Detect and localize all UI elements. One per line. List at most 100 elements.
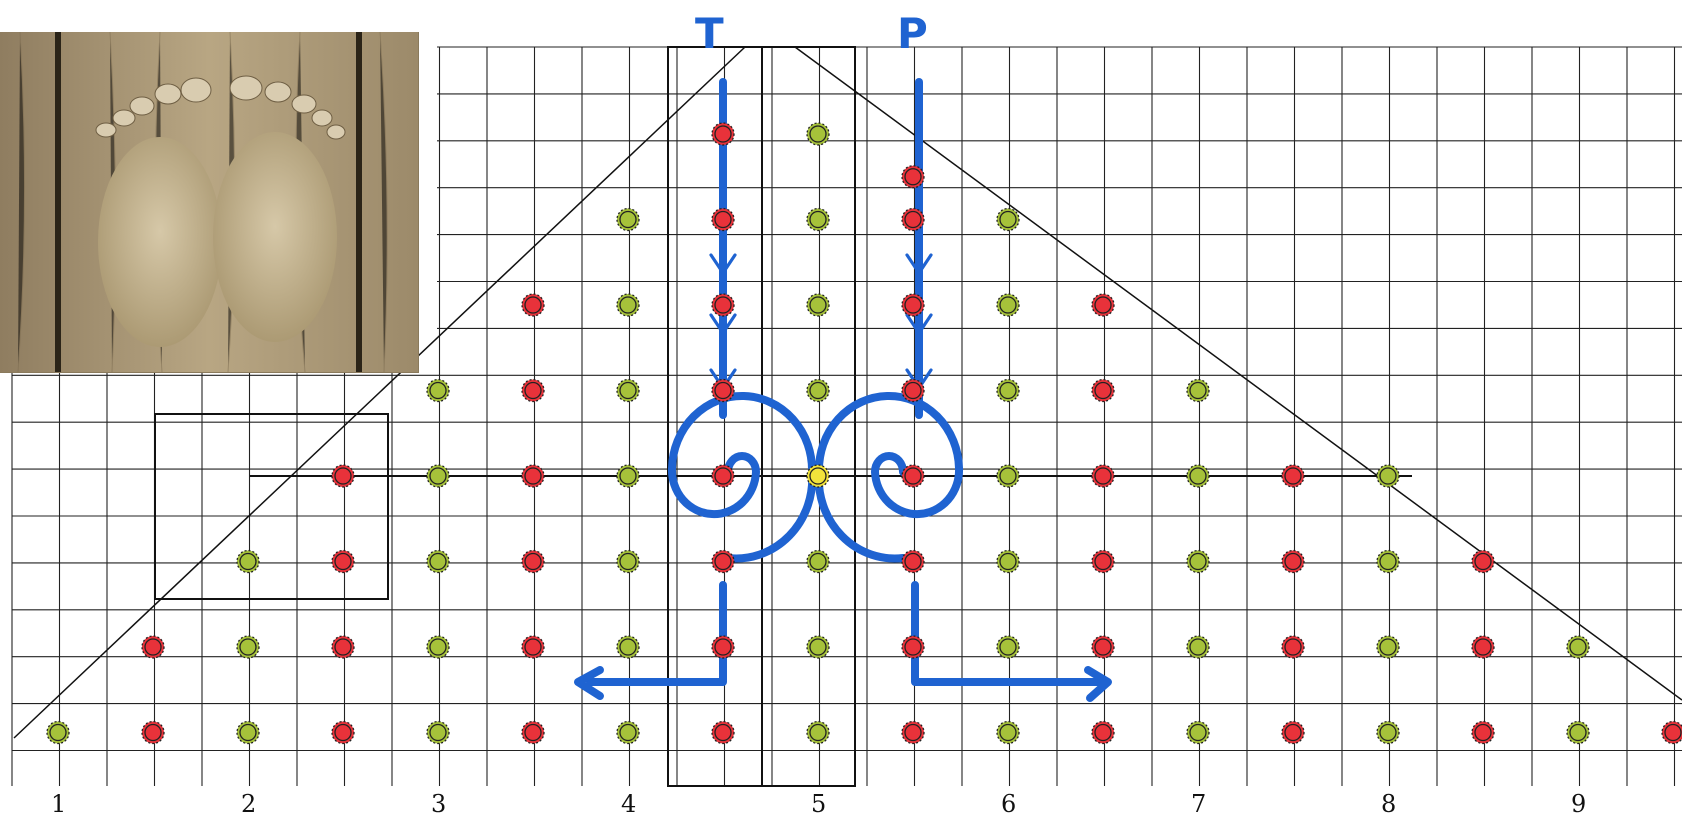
green-dot — [1567, 722, 1589, 744]
red-dot-core — [335, 639, 351, 655]
green-dot — [807, 722, 829, 744]
red-dot-core — [145, 725, 161, 741]
green-dot — [807, 551, 829, 573]
red-dot-core — [1285, 725, 1301, 741]
green-dot — [617, 465, 639, 487]
red-dot-core — [1285, 639, 1301, 655]
green-dot — [617, 722, 639, 744]
green-dot-core — [620, 468, 636, 484]
red-dot-core — [715, 297, 731, 313]
red-dot-core — [1665, 725, 1681, 741]
red-dot-core — [715, 126, 731, 142]
green-dot — [1377, 465, 1399, 487]
red-dot — [142, 722, 164, 744]
red-dot-core — [525, 639, 541, 655]
green-dot-core — [430, 468, 446, 484]
red-dot-core — [335, 725, 351, 741]
green-dot-core — [1000, 212, 1016, 228]
axis-number-9: 9 — [1571, 790, 1586, 814]
red-dot — [522, 722, 544, 744]
axis-number-3: 3 — [431, 790, 446, 814]
green-dot-core — [50, 725, 66, 741]
green-dot — [617, 380, 639, 402]
label-t: T — [695, 9, 724, 58]
yellow-dot-core — [810, 468, 826, 484]
red-dot-core — [145, 639, 161, 655]
red-dot — [1092, 722, 1114, 744]
green-dot-core — [810, 212, 826, 228]
green-dot-core — [620, 554, 636, 570]
green-dot-core — [1190, 468, 1206, 484]
red-dot-core — [905, 383, 921, 399]
green-dot — [617, 636, 639, 658]
red-dot — [1282, 722, 1304, 744]
red-dot — [712, 380, 734, 402]
red-dot-core — [715, 725, 731, 741]
red-dot — [902, 722, 924, 744]
red-dot — [1282, 551, 1304, 573]
red-dot — [1282, 636, 1304, 658]
green-dot-core — [240, 554, 256, 570]
red-dot-core — [335, 468, 351, 484]
green-dot-core — [1000, 554, 1016, 570]
red-dot — [1092, 294, 1114, 316]
green-dot-core — [810, 725, 826, 741]
red-dot — [522, 551, 544, 573]
axis-number-1: 1 — [51, 790, 66, 814]
red-dot-core — [1285, 554, 1301, 570]
red-dot — [332, 636, 354, 658]
left-footprint — [98, 137, 222, 347]
red-dot — [142, 636, 164, 658]
red-dot — [1472, 722, 1494, 744]
green-dot — [1187, 465, 1209, 487]
green-dot — [237, 722, 259, 744]
green-dot-core — [620, 212, 636, 228]
red-dot — [902, 166, 924, 188]
axis-number-7: 7 — [1191, 790, 1206, 814]
green-dot — [997, 294, 1019, 316]
leg-p — [915, 585, 1100, 682]
green-dot-core — [1380, 554, 1396, 570]
red-dot-core — [1095, 725, 1111, 741]
red-dot-core — [715, 468, 731, 484]
green-dot-core — [240, 639, 256, 655]
green-dot-core — [620, 297, 636, 313]
green-dot-core — [1380, 725, 1396, 741]
green-dot-core — [430, 639, 446, 655]
red-dot — [522, 380, 544, 402]
red-dot-core — [1095, 383, 1111, 399]
green-dot — [617, 551, 639, 573]
red-dot — [902, 551, 924, 573]
red-dot-core — [905, 639, 921, 655]
red-dot-core — [1475, 554, 1491, 570]
green-dot-core — [1190, 639, 1206, 655]
red-dot — [902, 294, 924, 316]
red-dot — [712, 551, 734, 573]
green-dot-core — [1380, 639, 1396, 655]
green-dot — [1377, 722, 1399, 744]
red-dot-core — [905, 169, 921, 185]
red-dot — [902, 636, 924, 658]
red-dot-core — [1285, 468, 1301, 484]
green-dot — [807, 123, 829, 145]
red-dot — [1282, 465, 1304, 487]
green-dot — [997, 465, 1019, 487]
axis-number-6: 6 — [1001, 790, 1016, 814]
right-footprint — [213, 132, 337, 342]
red-dot-core — [905, 554, 921, 570]
green-dot — [1377, 551, 1399, 573]
red-dot-core — [905, 725, 921, 741]
green-dot — [237, 551, 259, 573]
red-dot — [1092, 465, 1114, 487]
red-dot — [1092, 380, 1114, 402]
red-dot — [712, 123, 734, 145]
green-dot — [807, 380, 829, 402]
green-dot — [1187, 551, 1209, 573]
green-dot-core — [430, 725, 446, 741]
label-p: P — [897, 9, 928, 58]
red-dot-core — [715, 639, 731, 655]
green-dot — [47, 722, 69, 744]
green-dot — [807, 636, 829, 658]
green-dot — [237, 636, 259, 658]
red-dot — [712, 465, 734, 487]
